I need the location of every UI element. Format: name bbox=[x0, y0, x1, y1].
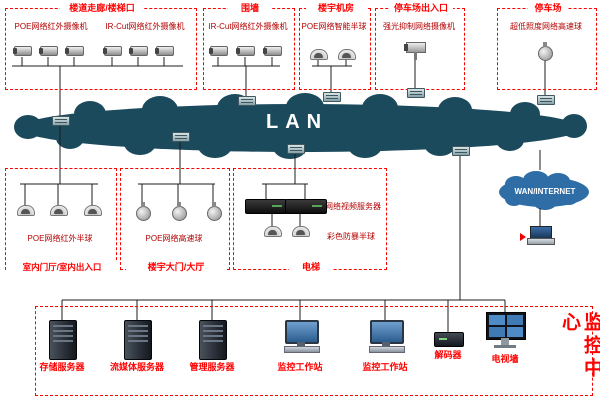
connection-wires bbox=[12, 57, 546, 332]
storage-server-icon bbox=[49, 320, 77, 360]
dome-camera-icon bbox=[310, 49, 328, 60]
group-title: 围墙 bbox=[228, 3, 272, 13]
wan-label: WAN/INTERNET bbox=[514, 187, 576, 196]
device-type-label: 网络视频服务器 bbox=[325, 202, 381, 211]
switch-icon bbox=[537, 95, 555, 105]
device-type-label: 强光抑制网络摄像机 bbox=[383, 22, 455, 31]
video-server-icon bbox=[245, 199, 287, 214]
bullet-camera-icon bbox=[65, 46, 84, 56]
dome-camera-icon bbox=[17, 205, 35, 216]
device-label: 管理服务器 bbox=[189, 362, 235, 372]
switch-icon bbox=[407, 88, 425, 98]
switch-icon bbox=[323, 92, 341, 102]
group-title: 停车场出入口 bbox=[389, 3, 453, 13]
laptop-base bbox=[527, 238, 555, 245]
lan-cloud-icon bbox=[14, 93, 587, 159]
group-box-machine-room bbox=[299, 8, 371, 90]
workstation-icon bbox=[284, 320, 320, 353]
device-label: 解码器 bbox=[434, 350, 462, 360]
device-type-label: POE网络智能半球 bbox=[301, 22, 367, 31]
device-label: 监控工作站 bbox=[362, 362, 408, 372]
dome-camera-icon bbox=[84, 205, 102, 216]
control-center-title: 监控中心 bbox=[559, 312, 600, 381]
switch-icon bbox=[238, 96, 256, 106]
device-label: 电视墙 bbox=[491, 354, 519, 364]
workstation-icon bbox=[369, 320, 405, 353]
video-server-icon bbox=[285, 199, 327, 214]
bullet-camera-icon bbox=[236, 46, 255, 56]
dome-camera-icon bbox=[264, 226, 282, 237]
speed-dome-camera-icon bbox=[207, 202, 222, 221]
device-type-label: POE网络高速球 bbox=[145, 234, 203, 243]
switch-icon bbox=[287, 144, 305, 154]
bullet-camera-icon bbox=[209, 46, 228, 56]
dome-camera-icon bbox=[338, 49, 356, 60]
lan-label: LAN bbox=[266, 111, 329, 133]
management-server-icon bbox=[199, 320, 227, 360]
bullet-camera-icon bbox=[39, 46, 58, 56]
device-label: 监控工作站 bbox=[277, 362, 323, 372]
tv-wall-stand bbox=[501, 338, 509, 345]
group-box-elevator bbox=[233, 168, 387, 270]
device-type-label: IR-Cut网络红外摄像机 bbox=[105, 22, 185, 31]
switch-icon bbox=[52, 116, 70, 126]
device-type-label: POE网络红外摄像机 bbox=[14, 22, 88, 31]
control-center-box bbox=[35, 306, 593, 396]
group-title: 电梯 bbox=[289, 262, 333, 272]
group-title: 停车场 bbox=[528, 3, 568, 13]
bullet-camera-icon bbox=[263, 46, 282, 56]
switch-icon bbox=[452, 146, 470, 156]
group-title: 楼宇机房 bbox=[306, 3, 366, 13]
signal-icon bbox=[520, 233, 526, 241]
tv-wall-icon bbox=[486, 312, 526, 340]
group-title: 楼道走廊/楼梯口 bbox=[60, 3, 144, 13]
device-label: 流媒体服务器 bbox=[109, 362, 164, 372]
dome-camera-icon bbox=[292, 226, 310, 237]
decoder-icon bbox=[434, 332, 464, 347]
tv-wall-base bbox=[494, 345, 516, 348]
bullet-camera-icon bbox=[13, 46, 32, 56]
speed-dome-camera-icon bbox=[136, 202, 151, 221]
device-type-label: 彩色防暴半球 bbox=[327, 232, 375, 241]
device-type-label: POE网络红外半球 bbox=[27, 234, 93, 243]
laptop-icon bbox=[520, 226, 555, 245]
bullet-camera-icon bbox=[103, 46, 122, 56]
group-box-indoor-lobby bbox=[5, 168, 117, 270]
bullet-camera-icon bbox=[129, 46, 148, 56]
switch-icon bbox=[172, 132, 190, 142]
box-camera-icon bbox=[404, 42, 426, 60]
speed-dome-camera-icon bbox=[172, 202, 187, 221]
wan-cloud-icon bbox=[499, 171, 589, 210]
bullet-camera-icon bbox=[155, 46, 174, 56]
speed-dome-camera-icon bbox=[538, 42, 553, 61]
dome-camera-icon bbox=[50, 205, 68, 216]
device-type-label: 超低照度网络高速球 bbox=[510, 22, 582, 31]
streaming-server-icon bbox=[124, 320, 152, 360]
device-type-label: IR-Cut网络红外摄像机 bbox=[208, 22, 288, 31]
group-title: 室内门厅/室内出入口 bbox=[6, 262, 118, 272]
device-label: 存储服务器 bbox=[39, 362, 85, 372]
group-title: 楼宇大门/大厅 bbox=[126, 262, 226, 272]
